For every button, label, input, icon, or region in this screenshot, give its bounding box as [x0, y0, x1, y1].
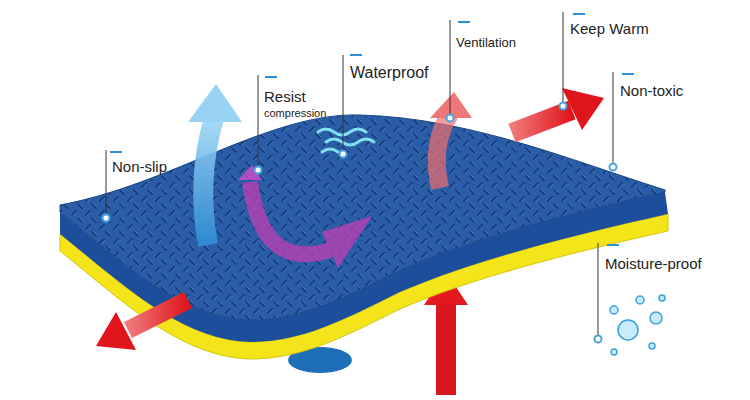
water-waves	[318, 129, 374, 152]
feature-label: Keep Warm	[570, 20, 649, 37]
feature-label: Non-slip	[112, 158, 167, 175]
feature-label: compression	[264, 107, 326, 120]
mat-top	[60, 115, 665, 320]
feature-label: Resist	[264, 88, 306, 105]
label-dashes	[110, 14, 634, 245]
compression-arrow	[238, 165, 372, 268]
warm-arrow	[512, 88, 604, 133]
feature-label: Moisture-proof	[605, 255, 702, 272]
heat-arrow-left	[96, 300, 188, 350]
ventilation-arrow	[430, 92, 472, 188]
air-arrow	[188, 84, 242, 245]
feature-label: Non-toxic	[620, 82, 683, 99]
leader-dots	[103, 103, 617, 343]
leader-lines	[106, 12, 613, 335]
feature-label: Ventilation	[456, 36, 516, 51]
moisture-bubbles	[610, 295, 665, 355]
feature-label: Waterproof	[350, 64, 429, 82]
